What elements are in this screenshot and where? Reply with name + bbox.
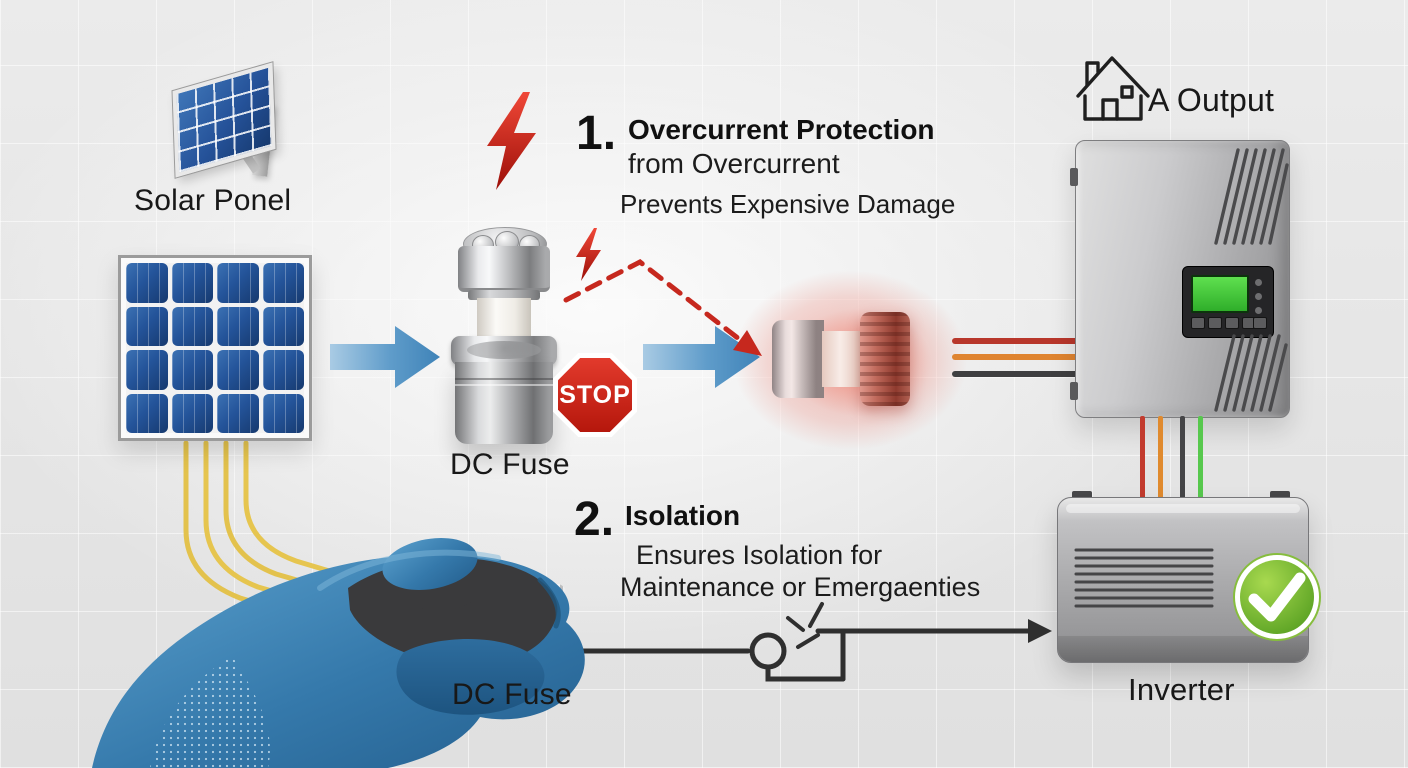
dashed-arrow — [563, 259, 751, 349]
inverter-clip — [1072, 491, 1092, 499]
point-2-title: Isolation — [625, 500, 741, 531]
inverter-display-panel — [1182, 266, 1274, 338]
inverter-mount-tab — [1070, 168, 1078, 186]
dashed-arrow-head — [733, 330, 762, 356]
solar-panel-label: Solar Ponel — [134, 184, 292, 217]
dc-wire-red — [952, 338, 1078, 344]
inverter-led — [1255, 293, 1262, 300]
output-label: A Output — [1148, 82, 1275, 118]
check-icon — [1233, 553, 1321, 641]
inverter-led — [1255, 279, 1262, 286]
solar-panel-image — [118, 255, 312, 441]
inverter-button — [1225, 317, 1239, 329]
point-1-title: Overcurrent Protection — [628, 114, 935, 145]
inverter-vents-bottom — [1074, 548, 1214, 608]
hand-image — [92, 538, 585, 768]
blown-fuse-right-cap — [860, 312, 910, 406]
point-2-number: 2. — [574, 493, 615, 546]
dc-fuse-ceramic — [477, 298, 531, 342]
point-1-number: 1. — [576, 107, 617, 160]
circuit-line — [553, 602, 1031, 682]
point-2-line2: Maintenance or Emergaenties — [620, 572, 981, 602]
lightning-icon — [487, 92, 536, 190]
stop-sign: STOP — [553, 353, 637, 437]
lightning-icon-small — [576, 228, 601, 281]
point-2-line1: Ensures Isolation for — [636, 540, 883, 570]
inverter-mount-tab — [1070, 382, 1078, 400]
inverter-button — [1208, 317, 1222, 329]
stop-label: STOP — [559, 380, 631, 409]
blown-fuse-ceramic — [822, 331, 862, 387]
spark-icon — [786, 602, 824, 649]
inverter-vents-top — [1214, 148, 1289, 412]
dc-wire-orange-vertical — [1158, 416, 1163, 500]
inverter-button — [1253, 317, 1267, 329]
dc-fuse-label-top: DC Fuse — [450, 448, 570, 481]
inverter-led — [1255, 307, 1262, 314]
blown-fuse-left-cap — [772, 320, 824, 398]
inverter-button — [1191, 317, 1205, 329]
glove-thumb — [396, 638, 545, 715]
point-1-line1: from Overcurrent — [628, 148, 840, 179]
flow-arrow-right — [643, 326, 760, 388]
dc-fuse-label-bottom: DC Fuse — [452, 678, 572, 711]
solar-cell-grid — [126, 263, 304, 433]
circuit-arrow-head — [1028, 619, 1052, 643]
dc-wire-black — [952, 371, 1078, 377]
dc-wire-green-vertical — [1198, 416, 1203, 500]
inverter-label: Inverter — [1128, 672, 1235, 707]
inverter-clip — [1270, 491, 1290, 499]
dc-wire-red-vertical — [1140, 416, 1145, 500]
disconnect-switch-icon — [749, 632, 787, 670]
flow-arrow-left — [330, 326, 440, 388]
dc-fuse-collar — [468, 290, 540, 300]
inverter-lcd-screen — [1191, 275, 1249, 313]
dc-wire-orange — [952, 354, 1078, 360]
house-icon — [1076, 56, 1150, 121]
glove-texture — [150, 656, 270, 768]
dc-wire-black-vertical — [1180, 416, 1185, 500]
dc-fuse-ring — [451, 336, 557, 366]
dc-fuse-body — [455, 362, 553, 444]
point-1-line2: Prevents Expensive Damage — [620, 189, 956, 219]
